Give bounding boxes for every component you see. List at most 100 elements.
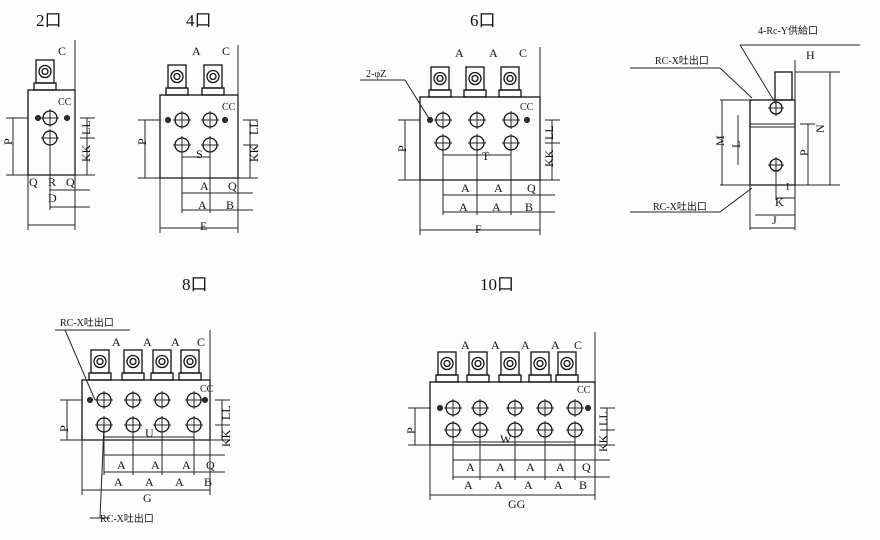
view-title: 4口 bbox=[186, 11, 212, 30]
fitting-hex-base bbox=[435, 374, 459, 383]
dim-label: LL bbox=[596, 411, 610, 426]
dim-label: P bbox=[1, 138, 15, 145]
dim-label: A bbox=[494, 181, 503, 195]
dim-label: A bbox=[494, 478, 503, 492]
dim-label: S bbox=[196, 147, 203, 161]
fitting-bore-icon bbox=[474, 359, 482, 368]
dim-label: LL bbox=[247, 120, 261, 135]
fitting-hex-base bbox=[428, 89, 452, 98]
dim-label: LL bbox=[79, 120, 93, 135]
fitting-hex-base bbox=[498, 374, 522, 383]
dim-label: W bbox=[500, 432, 512, 446]
fitting-bore-icon bbox=[96, 357, 104, 366]
dim-label: B bbox=[226, 198, 234, 212]
dim-label: A bbox=[554, 478, 563, 492]
dim-label: A bbox=[114, 475, 123, 489]
fitting-nut-icon bbox=[126, 354, 140, 369]
fitting-hex-base bbox=[528, 374, 552, 383]
dim-label: CC bbox=[222, 102, 236, 113]
fitting-bore-icon bbox=[173, 72, 181, 81]
dim-label: Q bbox=[206, 458, 215, 472]
dimension-line bbox=[404, 79, 431, 121]
view-2-port: 2口 C CC P LL KK Q R Q D bbox=[1, 11, 93, 205]
supply-port-label: 4-Rc-Y供給口 bbox=[758, 24, 818, 37]
outlet-port-label: RC-X吐出口 bbox=[60, 316, 114, 329]
dim-label: F bbox=[475, 222, 482, 236]
dim-label: A bbox=[556, 460, 565, 474]
dim-label: LL bbox=[542, 125, 556, 140]
dim-label: A bbox=[455, 46, 464, 60]
dim-label: B bbox=[579, 478, 587, 492]
dim-label: A bbox=[464, 478, 473, 492]
fitting-nut-icon bbox=[503, 71, 517, 86]
fitting-hex-base bbox=[150, 372, 174, 381]
dim-label: C bbox=[222, 44, 230, 58]
dim-label: Q bbox=[66, 175, 75, 189]
fitting-hex-base bbox=[466, 374, 490, 383]
dimension-line bbox=[719, 187, 753, 213]
dim-label: A bbox=[524, 478, 533, 492]
dim-label: P bbox=[797, 149, 811, 156]
dim-label: A bbox=[551, 338, 560, 352]
dim-label: B bbox=[525, 200, 533, 214]
dim-label: KK bbox=[219, 429, 233, 447]
dim-label: A bbox=[151, 458, 160, 472]
fitting-bore-icon bbox=[471, 74, 479, 83]
mounting-hole-icon bbox=[64, 115, 70, 121]
dim-label: LL bbox=[219, 405, 233, 420]
fitting-bore-icon bbox=[506, 74, 514, 83]
view-title: 6口 bbox=[470, 11, 496, 30]
fitting-bore-icon bbox=[209, 72, 217, 81]
fitting-nut-icon bbox=[183, 354, 197, 369]
view-title: 8口 bbox=[182, 275, 208, 294]
dim-label: KK bbox=[79, 144, 93, 162]
fitting-nut-icon bbox=[503, 356, 517, 371]
dim-label: A bbox=[143, 335, 152, 349]
fitting-hex-base bbox=[498, 89, 522, 98]
dim-label: H bbox=[806, 48, 815, 62]
dim-label: C bbox=[197, 335, 205, 349]
dim-label: Q bbox=[228, 179, 237, 193]
dim-label: A bbox=[461, 181, 470, 195]
dim-label: Q bbox=[29, 175, 38, 189]
dimension-line bbox=[99, 424, 105, 519]
fitting-nut-icon bbox=[433, 71, 447, 86]
dimension-line bbox=[719, 67, 753, 99]
dim-label: Q bbox=[582, 460, 591, 474]
dim-label: G bbox=[143, 491, 152, 505]
fitting-nut-icon bbox=[560, 356, 574, 371]
fitting-hex-base bbox=[463, 89, 487, 98]
dim-label: A bbox=[459, 200, 468, 214]
fitting-bore-icon bbox=[41, 67, 49, 76]
fitting-nut-icon bbox=[471, 356, 485, 371]
dimension-line bbox=[739, 44, 777, 105]
dim-label: P bbox=[395, 145, 409, 152]
fitting-nut-icon bbox=[440, 356, 454, 371]
dim-label: M bbox=[713, 135, 727, 146]
geometry bbox=[6, 40, 860, 519]
dim-label: B bbox=[204, 475, 212, 489]
fitting-nut-icon bbox=[468, 71, 482, 86]
dim-label: N bbox=[813, 124, 827, 133]
dim-label: K bbox=[775, 195, 784, 209]
fitting-hex-base bbox=[33, 82, 57, 91]
fitting-hex-base bbox=[178, 372, 202, 381]
dim-label: A bbox=[461, 338, 470, 352]
dim-label: Q bbox=[527, 181, 536, 195]
mounting-hole-icon bbox=[87, 397, 93, 403]
dim-label: CC bbox=[577, 385, 591, 396]
view-title: 10口 bbox=[480, 275, 514, 294]
dim-label: I bbox=[786, 182, 789, 193]
dim-label: C bbox=[519, 46, 527, 60]
mounting-hole-icon bbox=[202, 397, 208, 403]
dim-label: A bbox=[182, 458, 191, 472]
dim-label: CC bbox=[200, 384, 214, 395]
dim-label: A bbox=[526, 460, 535, 474]
dim-label: GG bbox=[508, 497, 526, 511]
mounting-hole-icon bbox=[524, 117, 530, 123]
fitting-nut-icon bbox=[38, 64, 52, 79]
supply-fitting bbox=[774, 71, 793, 101]
dim-label: P bbox=[135, 138, 149, 145]
dim-label: A bbox=[198, 198, 207, 212]
